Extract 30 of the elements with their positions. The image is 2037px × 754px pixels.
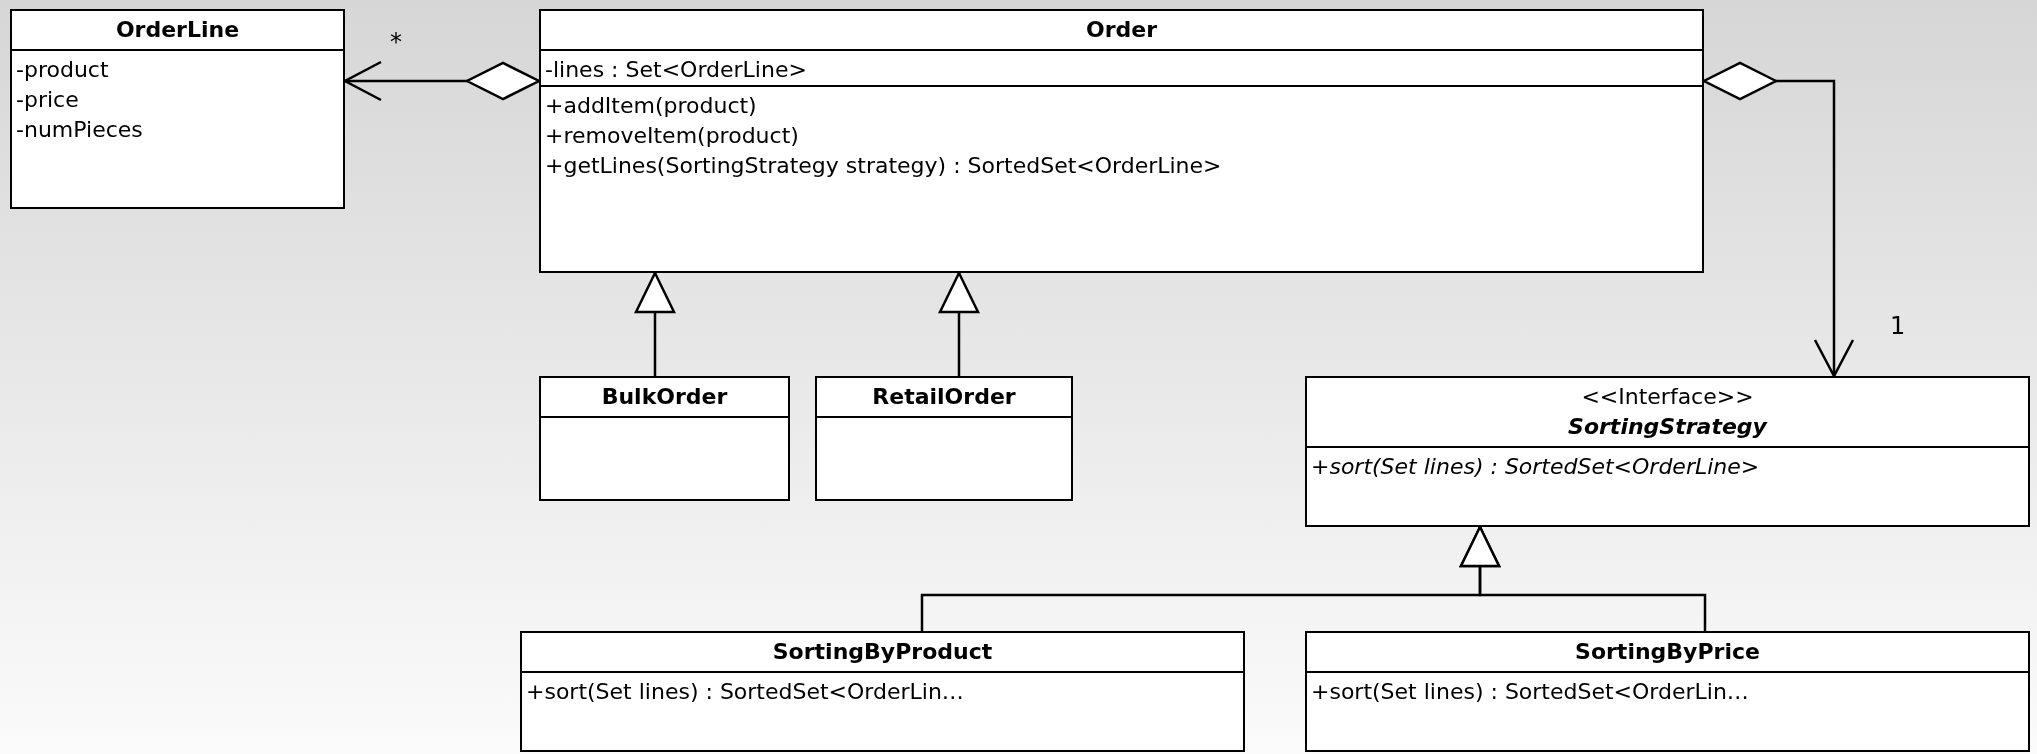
multiplicity-label: *	[390, 28, 402, 56]
member-text: -price	[15, 86, 80, 114]
generalization-arrow	[1459, 525, 1707, 631]
class-box	[815, 376, 1073, 501]
class-box	[1305, 631, 2030, 752]
class-name: RetailOrder	[871, 383, 1017, 411]
interface-name: SortingStrategy	[1567, 413, 1769, 441]
member-text: +addItem(product)	[544, 92, 758, 120]
member-text: -numPieces	[15, 116, 144, 144]
member-text: +getLines(SortingStrategy strategy) : SortedSet<OrderLine>	[544, 152, 1223, 180]
class-name: SortingByPrice	[1574, 638, 1761, 666]
method-text: +sort(Set lines) : SortedSet<OrderLine>	[1310, 453, 1761, 481]
class-name: OrderLine	[114, 16, 241, 44]
multiplicity-label: 1	[1890, 312, 1906, 340]
member-text: +removeItem(product)	[544, 122, 800, 150]
class-name: Order	[1084, 16, 1159, 44]
member-text: -lines : Set<OrderLine>	[544, 56, 808, 84]
class-name: BulkOrder	[600, 383, 729, 411]
class-box	[539, 9, 1704, 273]
member-text: +sort(Set lines) : SortedSet<OrderLin…	[525, 678, 965, 706]
class-box	[10, 9, 345, 209]
class-box	[539, 376, 790, 501]
generalization-arrow	[634, 271, 676, 376]
member-text: +sort(Set lines) : SortedSet<OrderLin…	[1310, 678, 1750, 706]
class-name: SortingByProduct	[771, 638, 994, 666]
class-box	[520, 631, 1245, 752]
member-text: -product	[15, 56, 110, 84]
stereotype-text: <<Interface>>	[1580, 383, 1755, 411]
generalization-arrow	[938, 271, 980, 376]
interface-box	[1305, 376, 2030, 527]
